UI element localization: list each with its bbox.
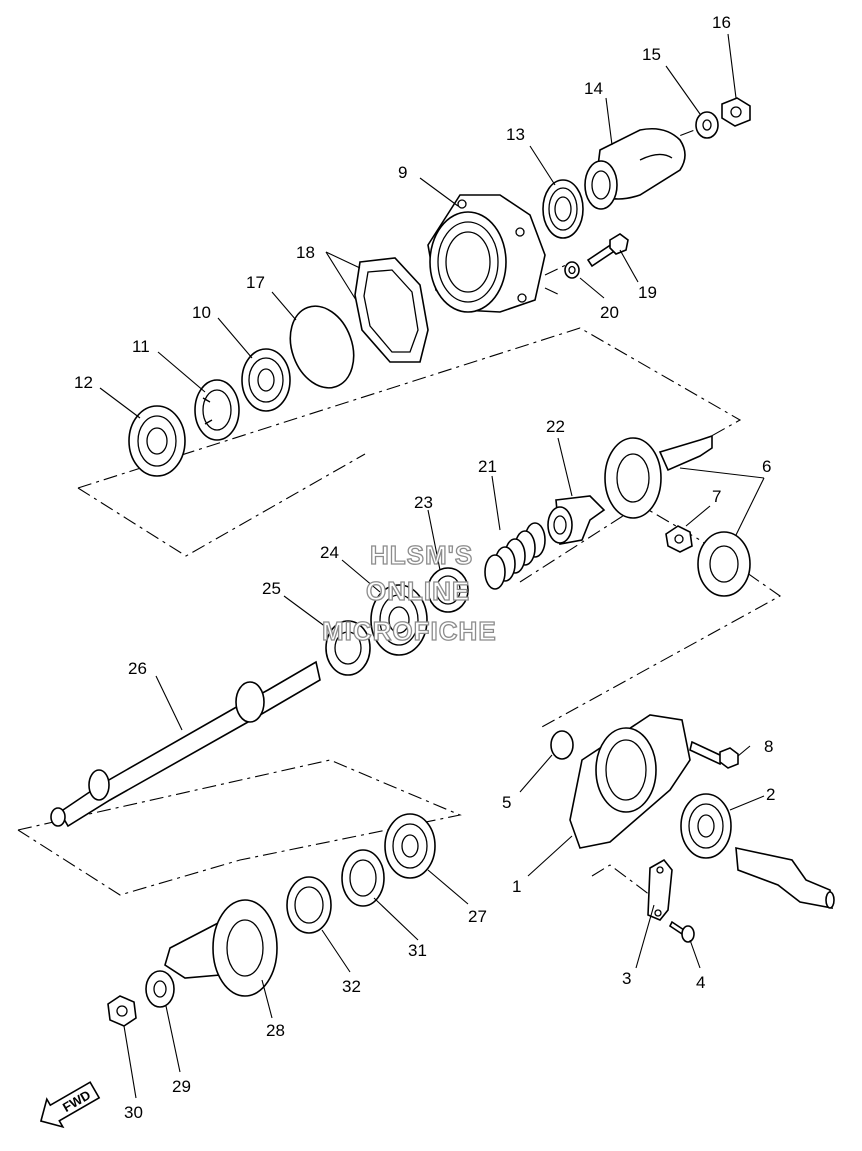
callout-11: 11 [132,337,150,356]
callout-28: 28 [266,1021,285,1040]
part-13-bearing [542,179,584,239]
part-9-housing [427,194,546,313]
part-7-nut [665,525,693,553]
callout-27: 27 [468,907,487,926]
part-10-bearing [241,348,291,412]
part-12-bearing [128,405,186,477]
part-25-oil-seal [325,620,371,676]
callout-12: 12 [74,373,93,392]
callout-10: 10 [192,303,211,322]
leader-lines [99,33,765,1099]
callout-4: 4 [696,973,705,992]
callout-22: 22 [546,417,565,436]
callout-8: 8 [764,737,773,756]
callout-24: 24 [320,543,339,562]
callout-19: 19 [638,283,657,302]
part-3-plate [647,858,673,921]
part-24-bearing [370,584,428,656]
callout-17: 17 [246,273,265,292]
callout-9: 9 [398,163,407,182]
part-29-washer [145,970,175,1008]
part-1-bracket [569,714,691,849]
callout-14: 14 [584,79,603,98]
callout-20: 20 [600,303,619,322]
part-15-washer [695,111,719,139]
part-4-screw [668,920,695,943]
assembly-outline-lines [17,127,782,896]
part-5-o-ring [550,730,574,760]
callout-6: 6 [762,457,771,476]
watermark-line-1: HLSM'S [370,540,473,570]
watermark-line-3: MICROFICHE [322,616,497,646]
part-27-bearing [384,813,436,879]
callout-23: 23 [414,493,433,512]
callout-15: 15 [642,45,661,64]
part-17-o-ring [289,305,355,389]
callout-labels: 16 15 14 13 9 18 17 10 11 12 19 20 22 21… [74,13,775,1122]
part-16-nut [721,97,751,127]
callout-29: 29 [172,1077,191,1096]
part-speed-sensor [735,846,835,909]
callout-26: 26 [128,659,147,678]
callout-2: 2 [766,785,775,804]
callout-31: 31 [408,941,427,960]
part-31-ring-nut [341,849,385,907]
part-23-shim [427,567,469,613]
part-8-bolt [689,740,739,769]
watermark: HLSM'S ONLINE MICROFICHE [321,539,497,646]
callout-21: 21 [478,457,497,476]
part-2-bearing [680,793,732,859]
part-19-bolt [586,233,629,268]
part-6-gear-set [604,434,751,597]
callout-30: 30 [124,1103,143,1122]
part-11-ring-nut [194,379,240,441]
part-32-oil-seal [286,876,332,934]
callout-13: 13 [506,125,525,144]
callout-5: 5 [502,793,511,812]
callout-32: 32 [342,977,361,996]
part-28-yoke [164,899,278,997]
part-20-washer [564,261,580,279]
fwd-arrow-icon: FWD [39,1081,101,1129]
part-21-spring [484,522,546,590]
callout-3: 3 [622,969,631,988]
callout-1: 1 [512,877,521,896]
callout-18: 18 [296,243,315,262]
part-18-gasket [354,257,429,363]
part-30-nut [107,995,137,1027]
watermark-line-2: ONLINE [366,576,470,606]
part-14-yoke [584,127,686,210]
part-26-shaft [50,660,321,828]
callout-25: 25 [262,579,281,598]
callout-7: 7 [712,487,721,506]
callout-16: 16 [712,13,731,32]
part-22-collar [547,495,606,545]
